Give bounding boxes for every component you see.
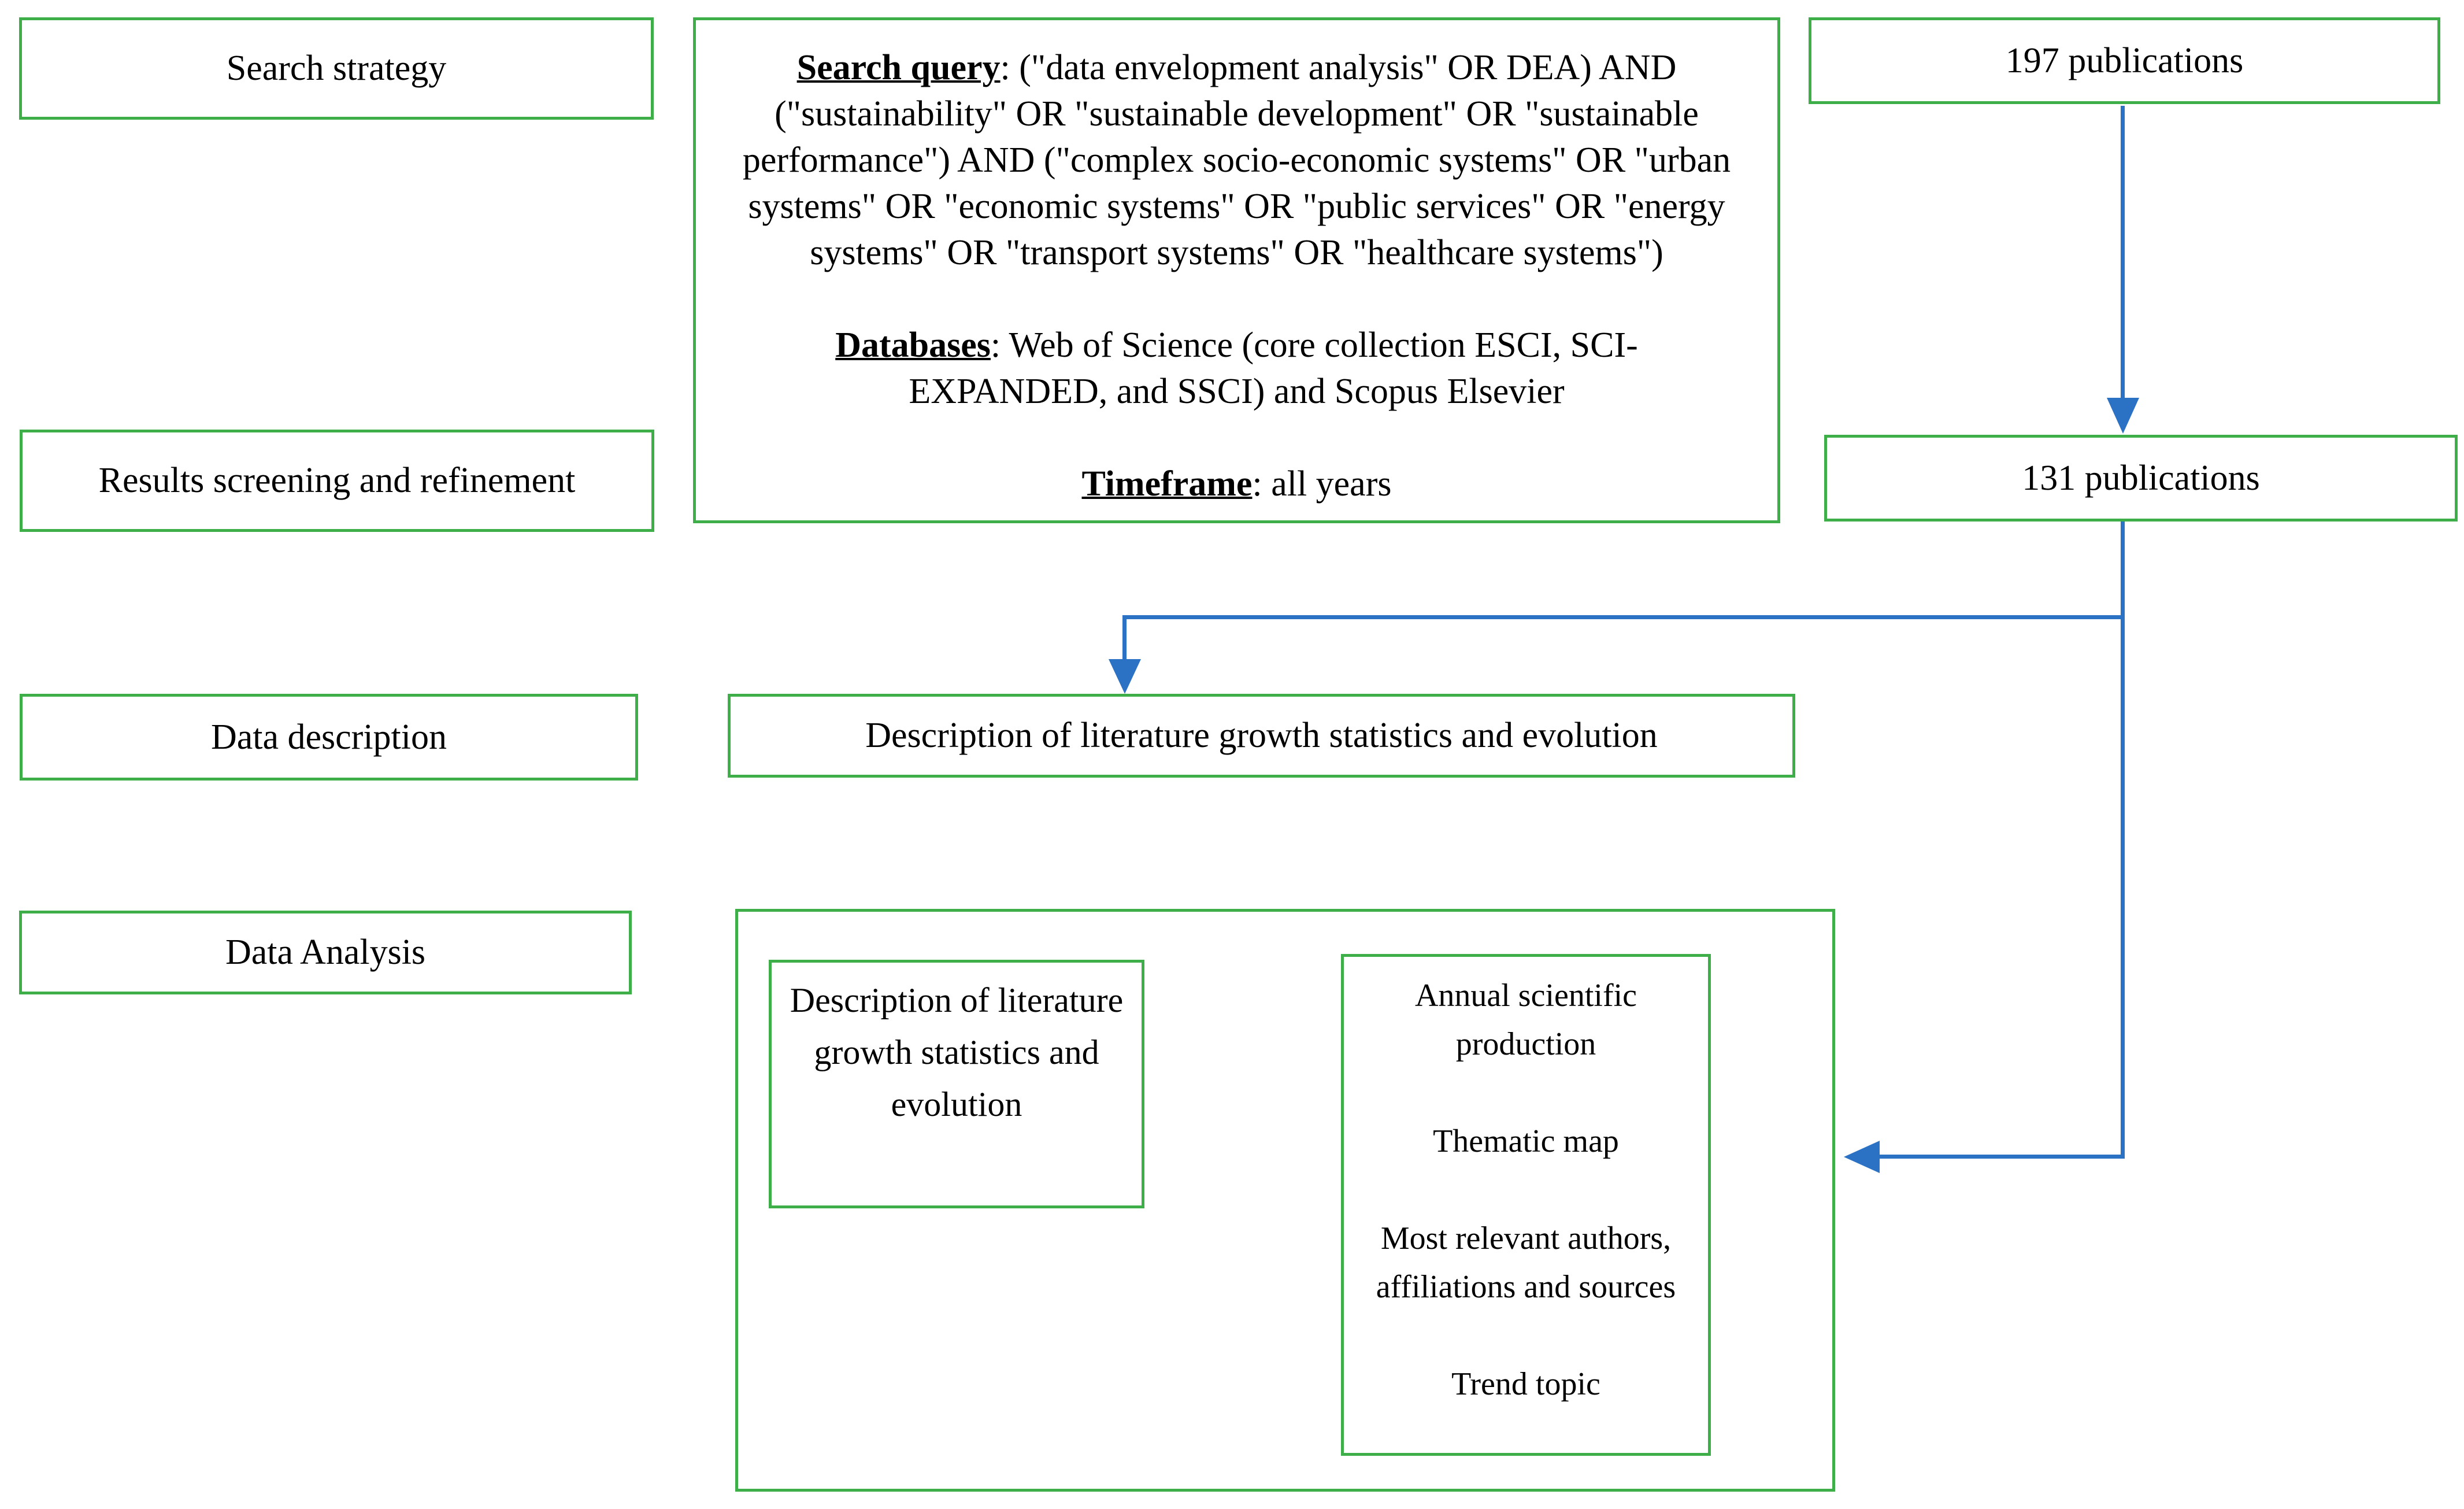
publications-count-box-refined: 131 publications [1824, 435, 2458, 522]
search-query-line: Search query: ("data envelopment analysi… [796, 48, 1677, 87]
stage-box-data-description: Data description [20, 694, 638, 781]
description-text: Description of literature growth statist… [865, 716, 1658, 755]
databases-label: Databases [835, 326, 991, 365]
stage-label: Data Analysis [225, 933, 426, 972]
literature-growth-text: Description of literature growth statist… [790, 981, 1124, 1123]
description-box: Description of literature growth statist… [728, 694, 1795, 778]
arrow-left-into-analysis-icon [1844, 1141, 1880, 1173]
stage-box-search-strategy: Search strategy [19, 17, 654, 120]
arrow-down-into-131-icon [2107, 398, 2139, 434]
connector-description-drop-line [1122, 615, 1127, 659]
analysis-item: Trend topic [1451, 1366, 1600, 1402]
search-query-line: ("sustainability" OR "sustainable develo… [775, 94, 1699, 134]
connector-131-down-line [2121, 522, 2125, 1157]
search-query-line: performance") AND ("complex socio-econom… [742, 140, 1731, 180]
search-query-line: systems" OR "economic systems" OR "publi… [748, 187, 1725, 226]
analysis-item: Thematic map [1433, 1123, 1619, 1159]
timeframe-label: Timeframe [1081, 464, 1253, 504]
arrow-down-into-description-icon [1109, 659, 1141, 694]
analysis-item: Most relevant authors, affiliations and … [1376, 1220, 1676, 1305]
databases-line: Databases: Web of Science (core collecti… [835, 326, 1638, 365]
search-query-line: systems" OR "transport systems" OR "heal… [810, 233, 1663, 272]
spacer [731, 276, 1743, 322]
connector-197-to-131-line [2121, 106, 2125, 398]
publications-count: 131 publications [2022, 458, 2260, 498]
databases-line: EXPANDED, and SSCI) and Scopus Elsevier [909, 372, 1565, 411]
literature-growth-box: Description of literature growth statist… [769, 960, 1144, 1208]
publications-count-box-initial: 197 publications [1809, 17, 2440, 104]
search-details-box: Search query: ("data envelopment analysi… [693, 17, 1780, 523]
stage-box-results-screening: Results screening and refinement [20, 430, 654, 532]
stage-box-data-analysis: Data Analysis [19, 911, 632, 994]
timeframe-line: Timeframe: all years [1081, 464, 1392, 504]
connector-to-analysis-line [1877, 1155, 2125, 1159]
search-query-label: Search query [796, 48, 1001, 87]
bibliometric-analyses-box: Annual scientific production Thematic ma… [1341, 954, 1711, 1456]
publications-count: 197 publications [2005, 40, 2244, 80]
stage-label: Results screening and refinement [98, 461, 576, 500]
stage-label: Search strategy [226, 49, 447, 88]
stage-label: Data description [210, 717, 447, 757]
connector-to-description-line [1124, 615, 2125, 619]
spacer [731, 415, 1743, 461]
analysis-item: Annual scientific production [1414, 978, 1637, 1062]
